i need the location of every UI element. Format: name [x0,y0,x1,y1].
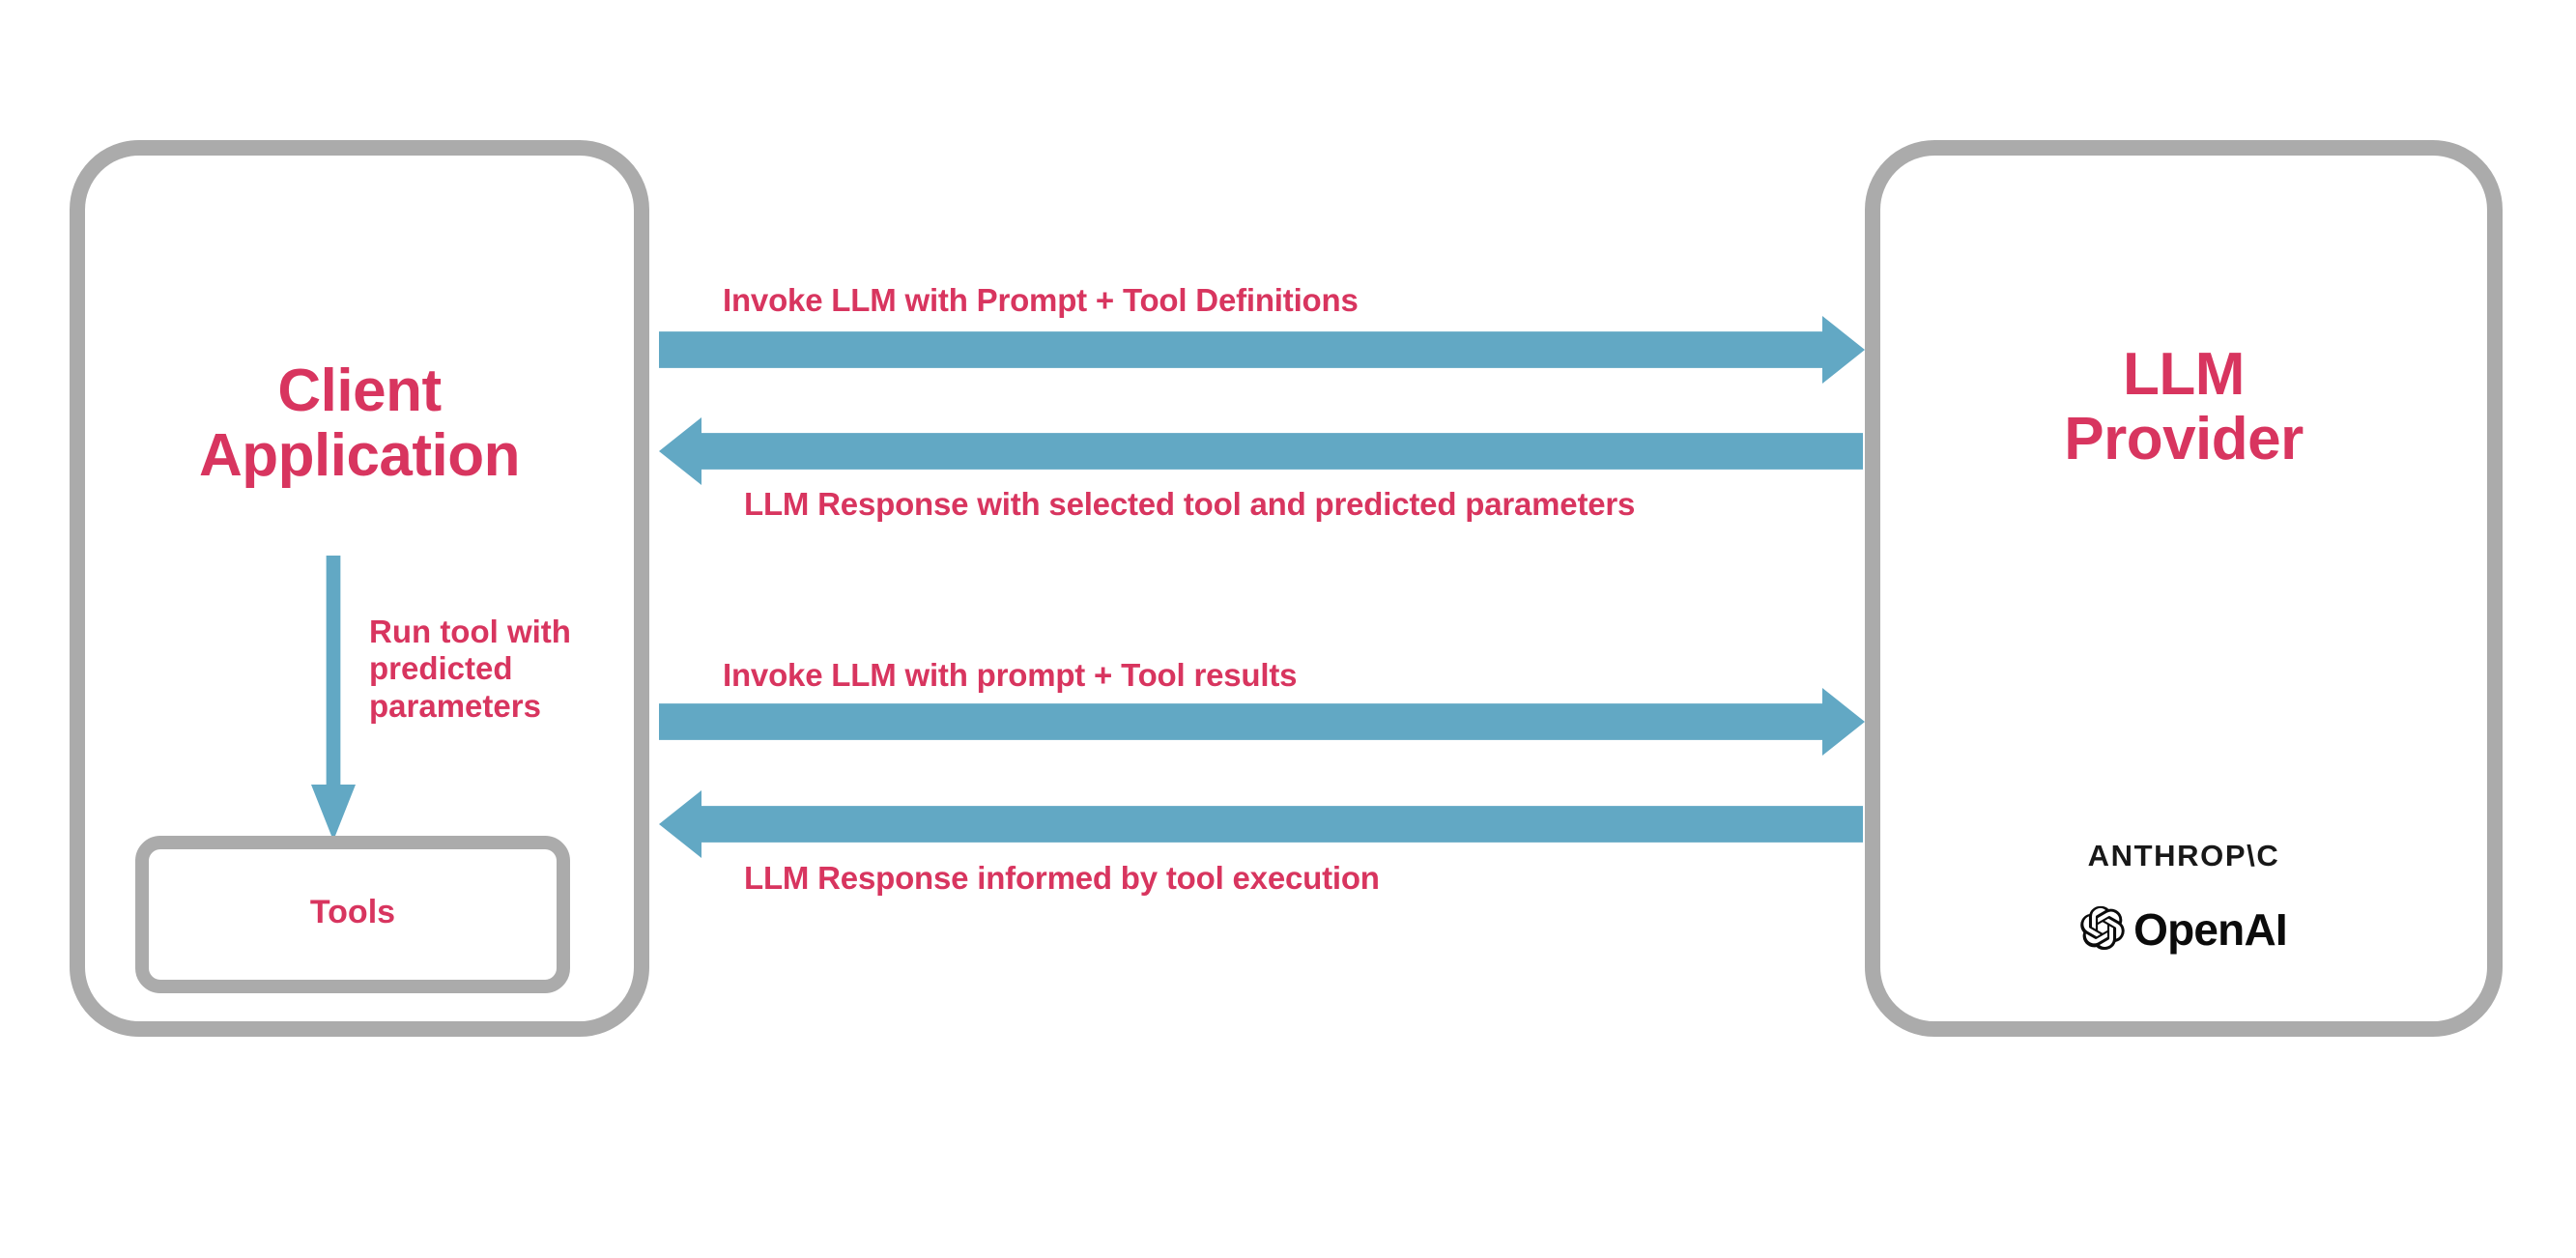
edge-label-response-informed-by-tool-execution: LLM Response informed by tool execution [744,860,1380,896]
edge-label-invoke-with-tool-definitions: Invoke LLM with Prompt + Tool Definition… [723,282,1359,318]
openai-wordmark: OpenAI [2133,904,2288,955]
llm-provider-node [1865,140,2503,1037]
edge-label-invoke-with-tool-results: Invoke LLM with prompt + Tool results [723,657,1298,693]
arrow-left-icon [659,790,1863,858]
edge-label-response-with-selected-tool: LLM Response with selected tool and pred… [744,486,1636,522]
client-application-title: Client Application [198,357,521,489]
arrow-right-icon [659,688,1865,756]
arrow-left-icon [659,417,1863,485]
openai-flower-icon [2080,905,2125,955]
openai-logo: OpenAI [1865,903,2503,956]
llm-provider-title: LLM Provider [2064,341,2304,472]
arrow-right-icon [659,316,1865,384]
anthropic-logo: ANTHROP\C [2087,839,2280,872]
tools-node-label: Tools [309,894,396,930]
run-tool-flow-label: Run tool with predicted parameters [369,614,571,724]
tools-node [135,836,570,993]
